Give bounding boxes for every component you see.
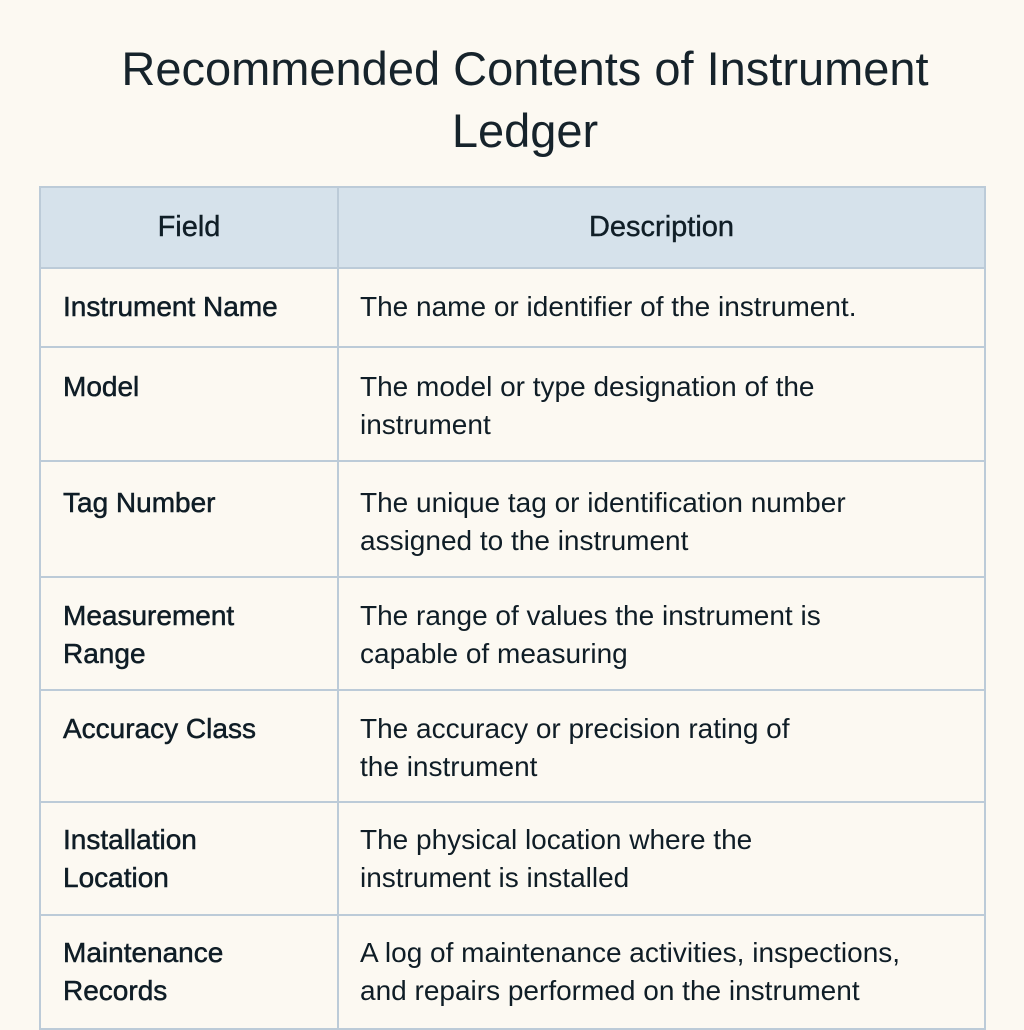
page-title: Recommended Contents of Instrument Ledge… [121, 42, 929, 157]
table-row: Instrument Name The name or identifier o… [39, 267, 986, 348]
field-cell: Installation Location [39, 801, 339, 916]
description-cell: The range of values the instrument is ca… [337, 576, 986, 691]
table-row: Maintenance Records A log of maintenance… [39, 914, 986, 1030]
field-cell: Accuracy Class [39, 689, 339, 803]
field-cell: Tag Number [39, 460, 339, 578]
table-row: Model The model or type designation of t… [39, 346, 986, 462]
table-row: Measurement Range The range of values th… [39, 576, 986, 691]
field-cell: Measurement Range [39, 576, 339, 691]
field-cell: Model [39, 346, 339, 462]
table-header-row: Field Description [39, 186, 986, 269]
description-cell: The name or identifier of the instrument… [337, 267, 986, 348]
description-cell: The physical location where the instrume… [337, 801, 986, 916]
table-row: Installation Location The physical locat… [39, 801, 986, 916]
table-row: Accuracy Class The accuracy or precision… [39, 689, 986, 803]
field-cell: Instrument Name [39, 267, 339, 348]
description-cell: A log of maintenance activities, inspect… [337, 914, 986, 1030]
description-cell: The accuracy or precision rating of the … [337, 689, 986, 803]
description-cell: The model or type designation of the ins… [337, 346, 986, 462]
field-cell: Maintenance Records [39, 914, 339, 1030]
description-cell: The unique tag or identification number … [337, 460, 986, 578]
table-row: Tag Number The unique tag or identificat… [39, 460, 986, 578]
instrument-ledger-table: Field Description Instrument Name The na… [39, 186, 986, 1030]
header-description: Description [337, 186, 986, 269]
header-field: Field [39, 186, 339, 269]
